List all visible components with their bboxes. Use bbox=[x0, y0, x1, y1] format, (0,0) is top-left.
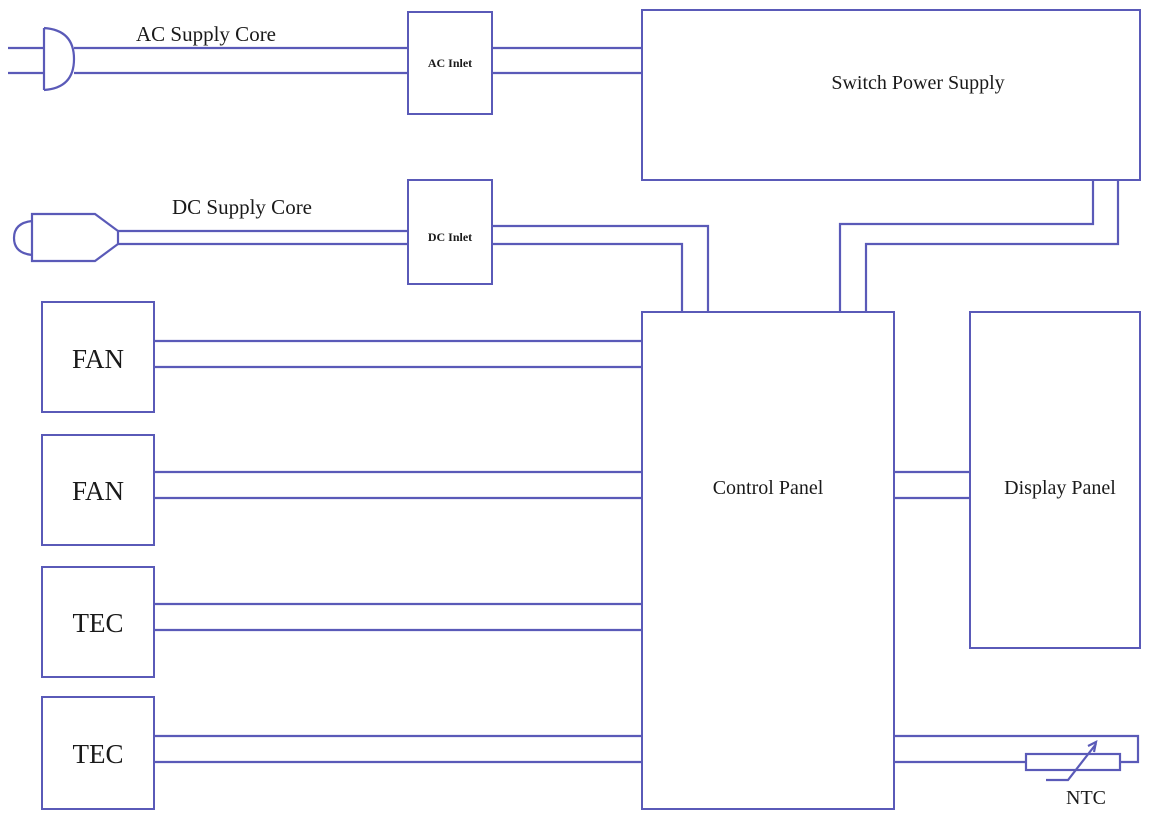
ac-plug-icon bbox=[42, 26, 76, 92]
tec-2-box bbox=[41, 696, 155, 810]
ntc-wire-top bbox=[894, 734, 1140, 764]
display-panel-label: Display Panel bbox=[1004, 477, 1116, 499]
ac-inlet-box bbox=[407, 11, 493, 115]
dc-supply-core-label: DC Supply Core bbox=[172, 195, 312, 219]
ntc-label: NTC bbox=[1066, 787, 1106, 809]
dc-inlet-to-control-wire-outer bbox=[492, 224, 710, 312]
control-panel-box bbox=[641, 311, 895, 810]
dc-inlet-box bbox=[407, 179, 493, 285]
ntc-thermistor-icon bbox=[1024, 740, 1122, 782]
display-panel-box bbox=[969, 311, 1141, 649]
psu-to-control-wire-inner bbox=[838, 180, 1095, 312]
psu-to-control-wire-outer bbox=[864, 180, 1120, 312]
dc-plug-icon bbox=[12, 212, 120, 263]
ac-supply-core-label: AC Supply Core bbox=[136, 22, 276, 46]
dc-inlet-to-control-wire-inner bbox=[492, 242, 684, 312]
tec-1-box bbox=[41, 566, 155, 678]
control-panel-label: Control Panel bbox=[713, 477, 824, 499]
tec-1-label: TEC bbox=[73, 608, 124, 638]
switch-power-supply-label: Switch Power Supply bbox=[831, 72, 1004, 94]
fan-2-label: FAN bbox=[72, 476, 124, 506]
fan-1-box bbox=[41, 301, 155, 413]
fan-1-label: FAN bbox=[72, 344, 124, 374]
fan-2-box bbox=[41, 434, 155, 546]
tec-2-label: TEC bbox=[73, 739, 124, 769]
dc-inlet-label: DC Inlet bbox=[428, 230, 472, 244]
switch-power-supply-box bbox=[641, 9, 1141, 181]
ac-inlet-label: AC Inlet bbox=[428, 56, 472, 70]
